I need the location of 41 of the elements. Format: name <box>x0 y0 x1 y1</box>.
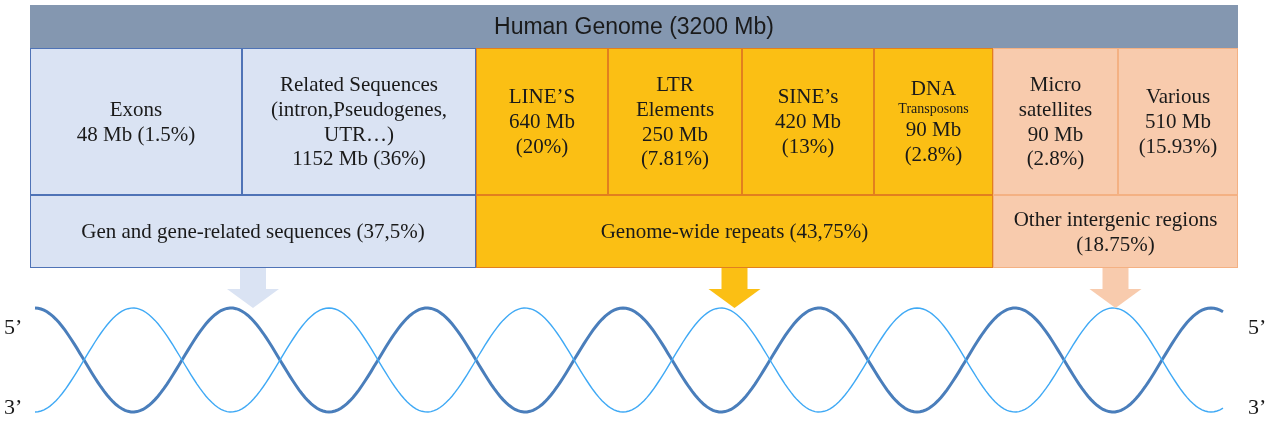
size-value: 510 Mb (15.93%) <box>1137 109 1219 159</box>
group-cell <box>476 195 993 268</box>
size-value: 640 Mb (20%) <box>508 109 576 159</box>
category-cell <box>874 48 993 195</box>
sequence-name: LTR Elements <box>634 71 716 122</box>
group-label: Genome-wide repeats (43,75%) <box>600 219 869 244</box>
strand-end-label: 3’ <box>1248 394 1267 420</box>
category-cell <box>30 48 242 195</box>
category-cell <box>476 48 608 195</box>
sequence-name: Related Sequences (intron,Pseudogenes, UTR…) <box>269 71 449 147</box>
category-cell <box>993 48 1118 195</box>
category-cell <box>242 48 476 195</box>
sequence-name: Micro satellites <box>1017 71 1094 122</box>
sequence-subname: Transposons <box>898 100 969 118</box>
group-label: Other intergenic regions (18.75%) <box>1012 206 1219 257</box>
sequence-name: DNA <box>910 76 957 101</box>
group-cell <box>993 195 1238 268</box>
size-value: 250 Mb (7.81%) <box>639 121 711 172</box>
size-value: 90 Mb (2.8%) <box>1025 121 1086 172</box>
block-arrow <box>708 268 761 308</box>
group-label: Gen and gene-related sequences (37,5%) <box>81 219 425 244</box>
category-cell <box>1118 48 1238 195</box>
size-value: 420 Mb (13%) <box>774 109 842 159</box>
sequence-name: Exons <box>109 96 163 122</box>
sequence-name: Various <box>1145 84 1211 110</box>
group-cell <box>30 195 476 268</box>
header-band <box>30 5 1238 48</box>
block-arrow <box>1089 268 1142 308</box>
size-value: 48 Mb (1.5%) <box>76 121 196 147</box>
strand-end-label: 5’ <box>4 314 23 340</box>
strand-end-label: 5’ <box>1248 314 1267 340</box>
strand-end-label: 3’ <box>4 394 23 420</box>
block-arrow <box>227 268 279 308</box>
sequence-name: LINE’S <box>508 84 576 110</box>
dna-helix-drawing <box>34 306 1224 414</box>
sequence-name: SINE’s <box>777 84 839 110</box>
genome-title: Human Genome (3200 Mb) <box>494 12 774 41</box>
size-value: 90 Mb (2.8%) <box>903 117 964 167</box>
category-cell <box>608 48 742 195</box>
category-cell <box>742 48 874 195</box>
size-value: 1152 Mb (36%) <box>292 146 426 172</box>
